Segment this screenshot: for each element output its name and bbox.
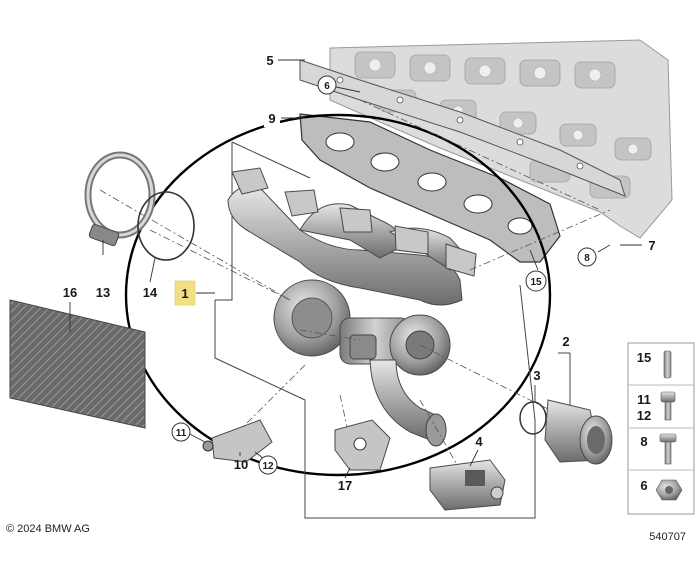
heat-shield — [9, 299, 146, 429]
label-1-highlighted: 1 — [174, 280, 196, 306]
leader-lines — [69, 59, 642, 479]
svg-text:4: 4 — [475, 434, 483, 449]
actuator — [429, 459, 506, 511]
svg-text:11: 11 — [176, 428, 187, 439]
stud-icon — [663, 350, 672, 379]
manifold-gasket — [299, 113, 561, 263]
svg-text:15: 15 — [530, 277, 542, 288]
svg-text:8: 8 — [640, 434, 647, 449]
label-13: 13 — [96, 285, 110, 300]
hex-bolt-icon — [660, 391, 676, 421]
bracket-small — [202, 419, 273, 463]
svg-text:6: 6 — [324, 81, 330, 92]
clamp-band — [84, 151, 156, 247]
label-10: 10 — [234, 457, 248, 472]
svg-text:7: 7 — [648, 238, 655, 253]
svg-text:5: 5 — [266, 53, 273, 68]
svg-text:8: 8 — [584, 253, 590, 264]
copyright-text: © 2024 BMW AG — [6, 523, 90, 535]
label-4: 4 — [475, 434, 483, 449]
svg-text:6: 6 — [640, 478, 647, 493]
svg-text:13: 13 — [96, 285, 110, 300]
label-7: 7 — [648, 238, 655, 253]
flange-bolt-icon — [659, 433, 677, 465]
turbocharger-assembly — [227, 167, 477, 447]
svg-text:2: 2 — [562, 334, 569, 349]
legend-row-stud: 15 — [637, 350, 672, 379]
svg-text:15: 15 — [637, 350, 651, 365]
legend-row-bolt-b: 8 — [640, 433, 677, 465]
label-2: 2 — [562, 334, 569, 349]
legend-row-nut: 6 — [640, 478, 683, 501]
label-6: 6 — [317, 75, 337, 95]
legend-row-bolt-a: 11 12 — [637, 391, 676, 423]
label-11: 11 — [171, 422, 191, 442]
label-12: 12 — [258, 455, 278, 475]
svg-text:1: 1 — [181, 286, 188, 301]
highlight-ellipse — [124, 113, 552, 477]
hex-nut-icon — [655, 479, 683, 501]
label-3: 3 — [533, 368, 540, 383]
assembly-axes — [99, 99, 611, 471]
diagram-id: 540707 — [649, 531, 686, 543]
bracket-mount — [334, 419, 391, 471]
outlet-pipe — [519, 399, 613, 465]
svg-text:9: 9 — [268, 111, 275, 126]
svg-text:14: 14 — [143, 285, 158, 300]
label-14: 14 — [143, 285, 158, 300]
svg-text:17: 17 — [338, 478, 352, 493]
label-15: 15 — [525, 270, 547, 292]
fastener-legend: 15 11 12 8 6 — [627, 342, 695, 515]
gasket-strip — [299, 59, 626, 197]
label-9: 9 — [264, 109, 280, 127]
svg-text:10: 10 — [234, 457, 248, 472]
svg-text:11: 11 — [637, 392, 651, 407]
svg-text:16: 16 — [63, 285, 77, 300]
label-16: 16 — [63, 285, 77, 300]
label-8: 8 — [577, 247, 597, 267]
svg-text:3: 3 — [533, 368, 540, 383]
label-17: 17 — [338, 478, 352, 493]
svg-text:12: 12 — [262, 461, 274, 472]
svg-text:12: 12 — [637, 408, 651, 423]
seal-ring — [137, 191, 195, 261]
label-5: 5 — [262, 51, 278, 69]
